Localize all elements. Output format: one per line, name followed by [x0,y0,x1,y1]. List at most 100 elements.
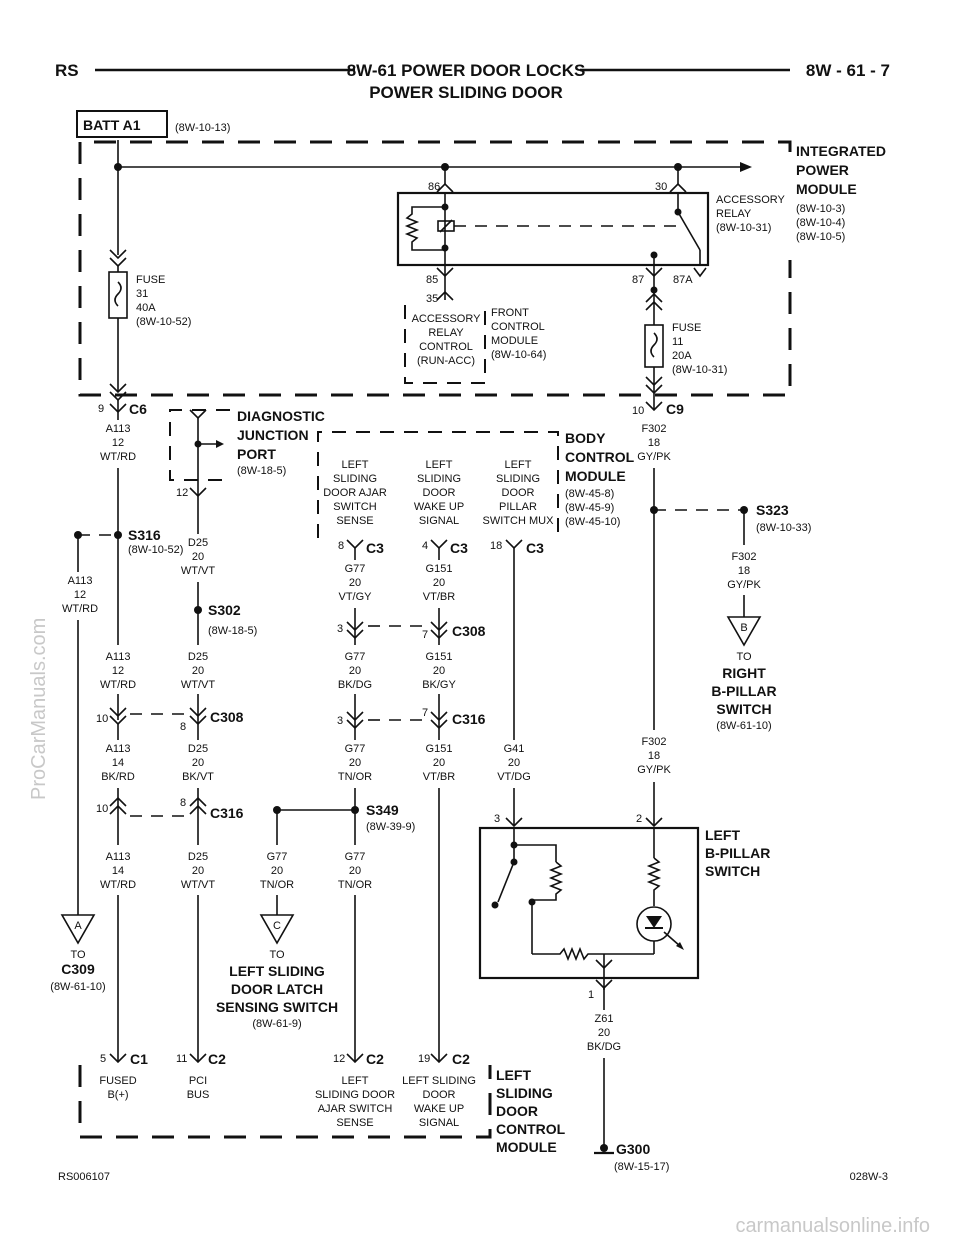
bcm-outline [317,431,559,538]
svg-text:20A: 20A [672,350,692,362]
svg-text:LEFT: LEFT [505,459,532,471]
lsdcm-func-ajar: LEFT SLIDING DOOR AJAR SWITCH SENSE [315,1075,395,1129]
svg-text:JUNCTION: JUNCTION [237,427,309,443]
pin-30: 30 [655,181,667,193]
batt-ref: (8W-10-13) [175,122,230,134]
svg-text:D25: D25 [188,651,208,663]
pin-85: 85 [426,274,438,286]
wire-g77-tn: G77 20 TN/OR [338,743,372,783]
bcm-func-wake: LEFT SLIDING DOOR WAKE UP SIGNAL [414,459,464,527]
fuse31-label: FUSE 31 40A (8W-10-52) [136,274,191,328]
batt-label: BATT A1 [83,117,141,133]
svg-text:CONTROL: CONTROL [491,321,545,333]
svg-text:F302: F302 [641,736,666,748]
svg-text:5: 5 [100,1053,106,1065]
svg-text:40A: 40A [136,302,156,314]
svg-text:LEFT SLIDING: LEFT SLIDING [402,1075,476,1087]
svg-text:3: 3 [337,715,343,727]
svg-text:SLIDING: SLIDING [333,473,377,485]
svg-text:20: 20 [349,757,361,769]
wire-d25-mid: D25 20 WT/VT [181,651,215,691]
svg-text:(8W-18-5): (8W-18-5) [208,625,257,637]
svg-text:14: 14 [112,757,124,769]
svg-text:WAKE UP: WAKE UP [414,501,464,513]
svg-text:TO: TO [70,949,86,961]
svg-text:SLIDING: SLIDING [417,473,461,485]
svg-text:BUS: BUS [187,1089,210,1101]
svg-text:20: 20 [349,865,361,877]
footer-right: 028W-3 [850,1171,888,1183]
connector-c6: C6 [129,401,147,417]
svg-text:PILLAR: PILLAR [499,501,537,513]
svg-text:18: 18 [648,750,660,762]
svg-text:PORT: PORT [237,446,276,462]
svg-text:A113: A113 [106,743,131,755]
fcm-label: FRONT CONTROL MODULE (8W-10-64) [491,307,546,361]
svg-text:A113: A113 [106,851,131,863]
svg-text:G151: G151 [426,651,453,663]
svg-text:20: 20 [508,757,520,769]
svg-text:(RUN-ACC): (RUN-ACC) [417,355,475,367]
wire-d25-top: D25 20 WT/VT [181,537,215,577]
svg-text:F302: F302 [641,423,666,435]
svg-text:WT/RD: WT/RD [62,603,98,615]
svg-text:(8W-45-9): (8W-45-9) [565,502,614,514]
wire-a113-wt: A113 14 WT/RD [100,851,136,891]
svg-text:DIAGNOSTIC: DIAGNOSTIC [237,408,325,424]
svg-text:20: 20 [349,665,361,677]
svg-text:12: 12 [333,1053,345,1065]
svg-text:MODULE: MODULE [796,181,857,197]
splice-s323: S323 [756,502,789,518]
bcm-func-mux: LEFT SLIDING DOOR PILLAR SWITCH MUX [483,459,555,527]
svg-text:(8W-45-10): (8W-45-10) [565,516,620,528]
svg-text:D25: D25 [188,743,208,755]
svg-text:SWITCH MUX: SWITCH MUX [483,515,555,527]
svg-text:LEFT: LEFT [496,1067,531,1083]
connector-c308-left: C308 [210,709,244,725]
pin-87a: 87A [673,274,693,286]
svg-text:2: 2 [636,813,642,825]
svg-text:G77: G77 [345,651,366,663]
svg-text:DOOR AJAR: DOOR AJAR [323,487,387,499]
svg-text:TN/OR: TN/OR [338,879,372,891]
wire-g77-vt: G77 20 VT/GY [338,563,372,603]
svg-text:(8W-45-8): (8W-45-8) [565,488,614,500]
header-subtitle: POWER SLIDING DOOR [369,83,563,102]
offpage-a [60,914,96,945]
svg-text:8: 8 [180,721,186,733]
svg-text:RELAY: RELAY [428,327,464,339]
svg-text:7: 7 [422,707,428,719]
svg-text:A: A [74,920,82,932]
svg-text:DOOR: DOOR [423,1089,456,1101]
svg-text:SWITCH: SWITCH [333,501,376,513]
svg-text:FUSE: FUSE [672,322,701,334]
svg-text:SIGNAL: SIGNAL [419,1117,459,1129]
wire-a113-bk: A113 14 BK/RD [101,743,135,783]
svg-text:20: 20 [192,865,204,877]
lsdcm-func-pci: PCI BUS [187,1075,210,1101]
ground-g300: G300 [616,1141,650,1157]
svg-text:7: 7 [422,629,428,641]
svg-text:(8W-10-3): (8W-10-3) [796,203,845,215]
svg-text:VT/BR: VT/BR [423,771,455,783]
svg-text:(8W-15-17): (8W-15-17) [614,1161,669,1173]
svg-text:20: 20 [192,551,204,563]
svg-text:C: C [273,920,281,932]
svg-text:LEFT: LEFT [705,827,740,843]
svg-text:(8W-10-52): (8W-10-52) [128,544,183,556]
svg-text:9: 9 [98,403,104,415]
svg-text:B: B [740,622,747,634]
svg-text:BK/DG: BK/DG [587,1041,621,1053]
svg-text:A113: A113 [68,575,93,587]
acc-ctrl-label: ACCESSORY RELAY CONTROL (RUN-ACC) [412,313,482,367]
svg-text:Z61: Z61 [595,1013,614,1025]
svg-text:10: 10 [96,803,108,815]
svg-text:WT/RD: WT/RD [100,451,136,463]
svg-text:G77: G77 [345,563,366,575]
svg-text:D25: D25 [188,851,208,863]
svg-text:14: 14 [112,865,124,877]
connector-c2-pci: C2 [208,1051,226,1067]
svg-text:11: 11 [672,336,683,348]
svg-text:(8W-10-4): (8W-10-4) [796,217,845,229]
